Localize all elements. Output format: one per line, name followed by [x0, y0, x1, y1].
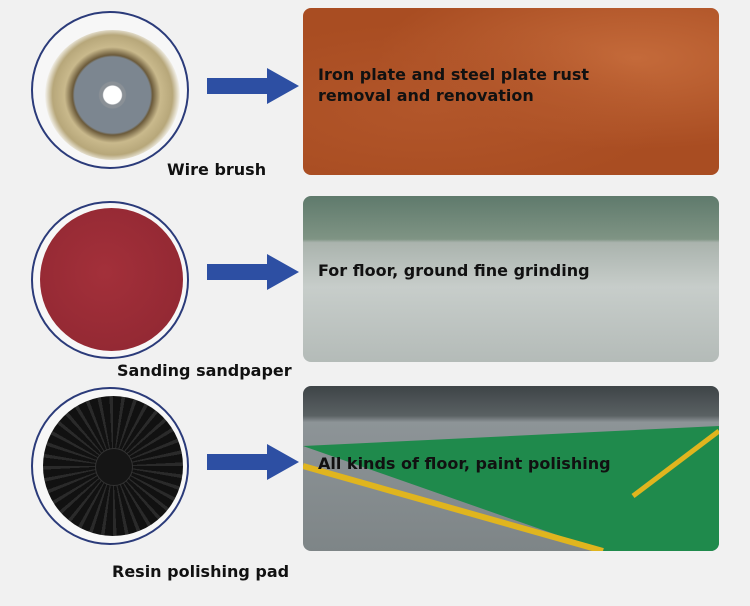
rust-removal-image: Iron plate and steel plate rust removal … — [303, 8, 719, 175]
polishing-pad-center — [95, 448, 133, 486]
floor-grinding-image: For floor, ground fine grinding — [303, 196, 719, 362]
floor-polishing-image: All kinds of floor, paint polishing — [303, 386, 719, 551]
arrow-right-icon — [207, 254, 299, 290]
application-description: All kinds of floor, paint polishing — [318, 454, 611, 473]
wire-brush-image — [45, 30, 180, 160]
product-label: Wire brush — [167, 160, 267, 179]
arrow-right-icon — [207, 444, 299, 480]
floor-markings — [303, 426, 719, 551]
application-description: For floor, ground fine grinding — [318, 261, 590, 280]
sandpaper-image — [40, 208, 183, 351]
product-label: Sanding sandpaper — [117, 361, 292, 380]
product-label: Resin polishing pad — [112, 562, 290, 581]
arrow-right-icon — [207, 68, 299, 104]
application-description: Iron plate and steel plate rust removal … — [318, 65, 589, 105]
